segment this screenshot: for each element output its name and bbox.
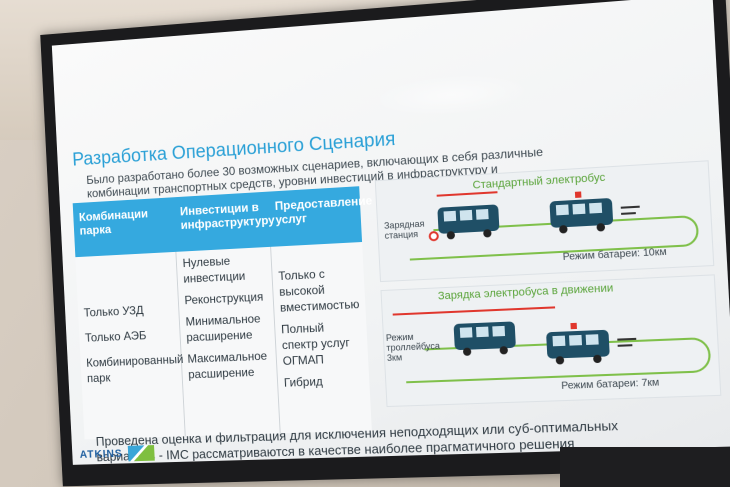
presentation-slide: Разработка Операционного Сценария Было р…	[51, 0, 730, 465]
fleet-column: Только УЗД Только АЭБ Комбинированный па…	[75, 251, 186, 440]
bus-diagram: Стандартный электробус Зарядная станция	[374, 160, 722, 410]
route-loop-bottom	[382, 275, 721, 406]
atkins-logo: ATKINS	[79, 447, 123, 461]
route-loop-top	[376, 161, 713, 281]
standard-bus-panel: Стандартный электробус Зарядная станция	[374, 160, 715, 283]
in-motion-charging-panel: Зарядка электробуса в движении	[380, 274, 722, 408]
screen-glare	[369, 69, 534, 121]
services-item: Полный спектр услуг ОГМАП	[280, 320, 351, 368]
investment-item: Минимальное расширение	[185, 311, 261, 345]
trolley-mode-label: Режим троллейбуса 3км	[385, 331, 441, 363]
investment-item: Нулевые инвестиции	[182, 253, 246, 286]
services-item: Только с высокой вместимостью	[278, 266, 360, 315]
services-column: Только с высокой вместимостью Полный спе…	[271, 242, 372, 433]
fleet-item: Только УЗД	[83, 303, 144, 320]
header-fleet: Комбинации парка	[78, 206, 149, 238]
fleet-item: Комбинированный парк	[85, 352, 184, 386]
investment-item: Максимальное расширение	[187, 348, 268, 382]
foreground-object	[560, 447, 730, 487]
header-investment: Инвестиции в инфраструктуру	[179, 200, 275, 233]
services-item: Гибрид	[283, 374, 324, 390]
partner-logo-icon	[127, 445, 155, 462]
tv-monitor: Разработка Операционного Сценария Было р…	[40, 0, 730, 487]
table-body: Только УЗД Только АЭБ Комбинированный па…	[75, 241, 372, 440]
header-services: Предоставление услуг	[274, 193, 373, 227]
scenario-table: Комбинации парка Инвестиции в инфраструк…	[72, 186, 373, 440]
investment-item: Реконструкция	[184, 289, 264, 308]
fleet-item: Только АЭБ	[84, 328, 147, 345]
investment-column: Нулевые инвестиции Реконструкция Минимал…	[176, 246, 281, 437]
